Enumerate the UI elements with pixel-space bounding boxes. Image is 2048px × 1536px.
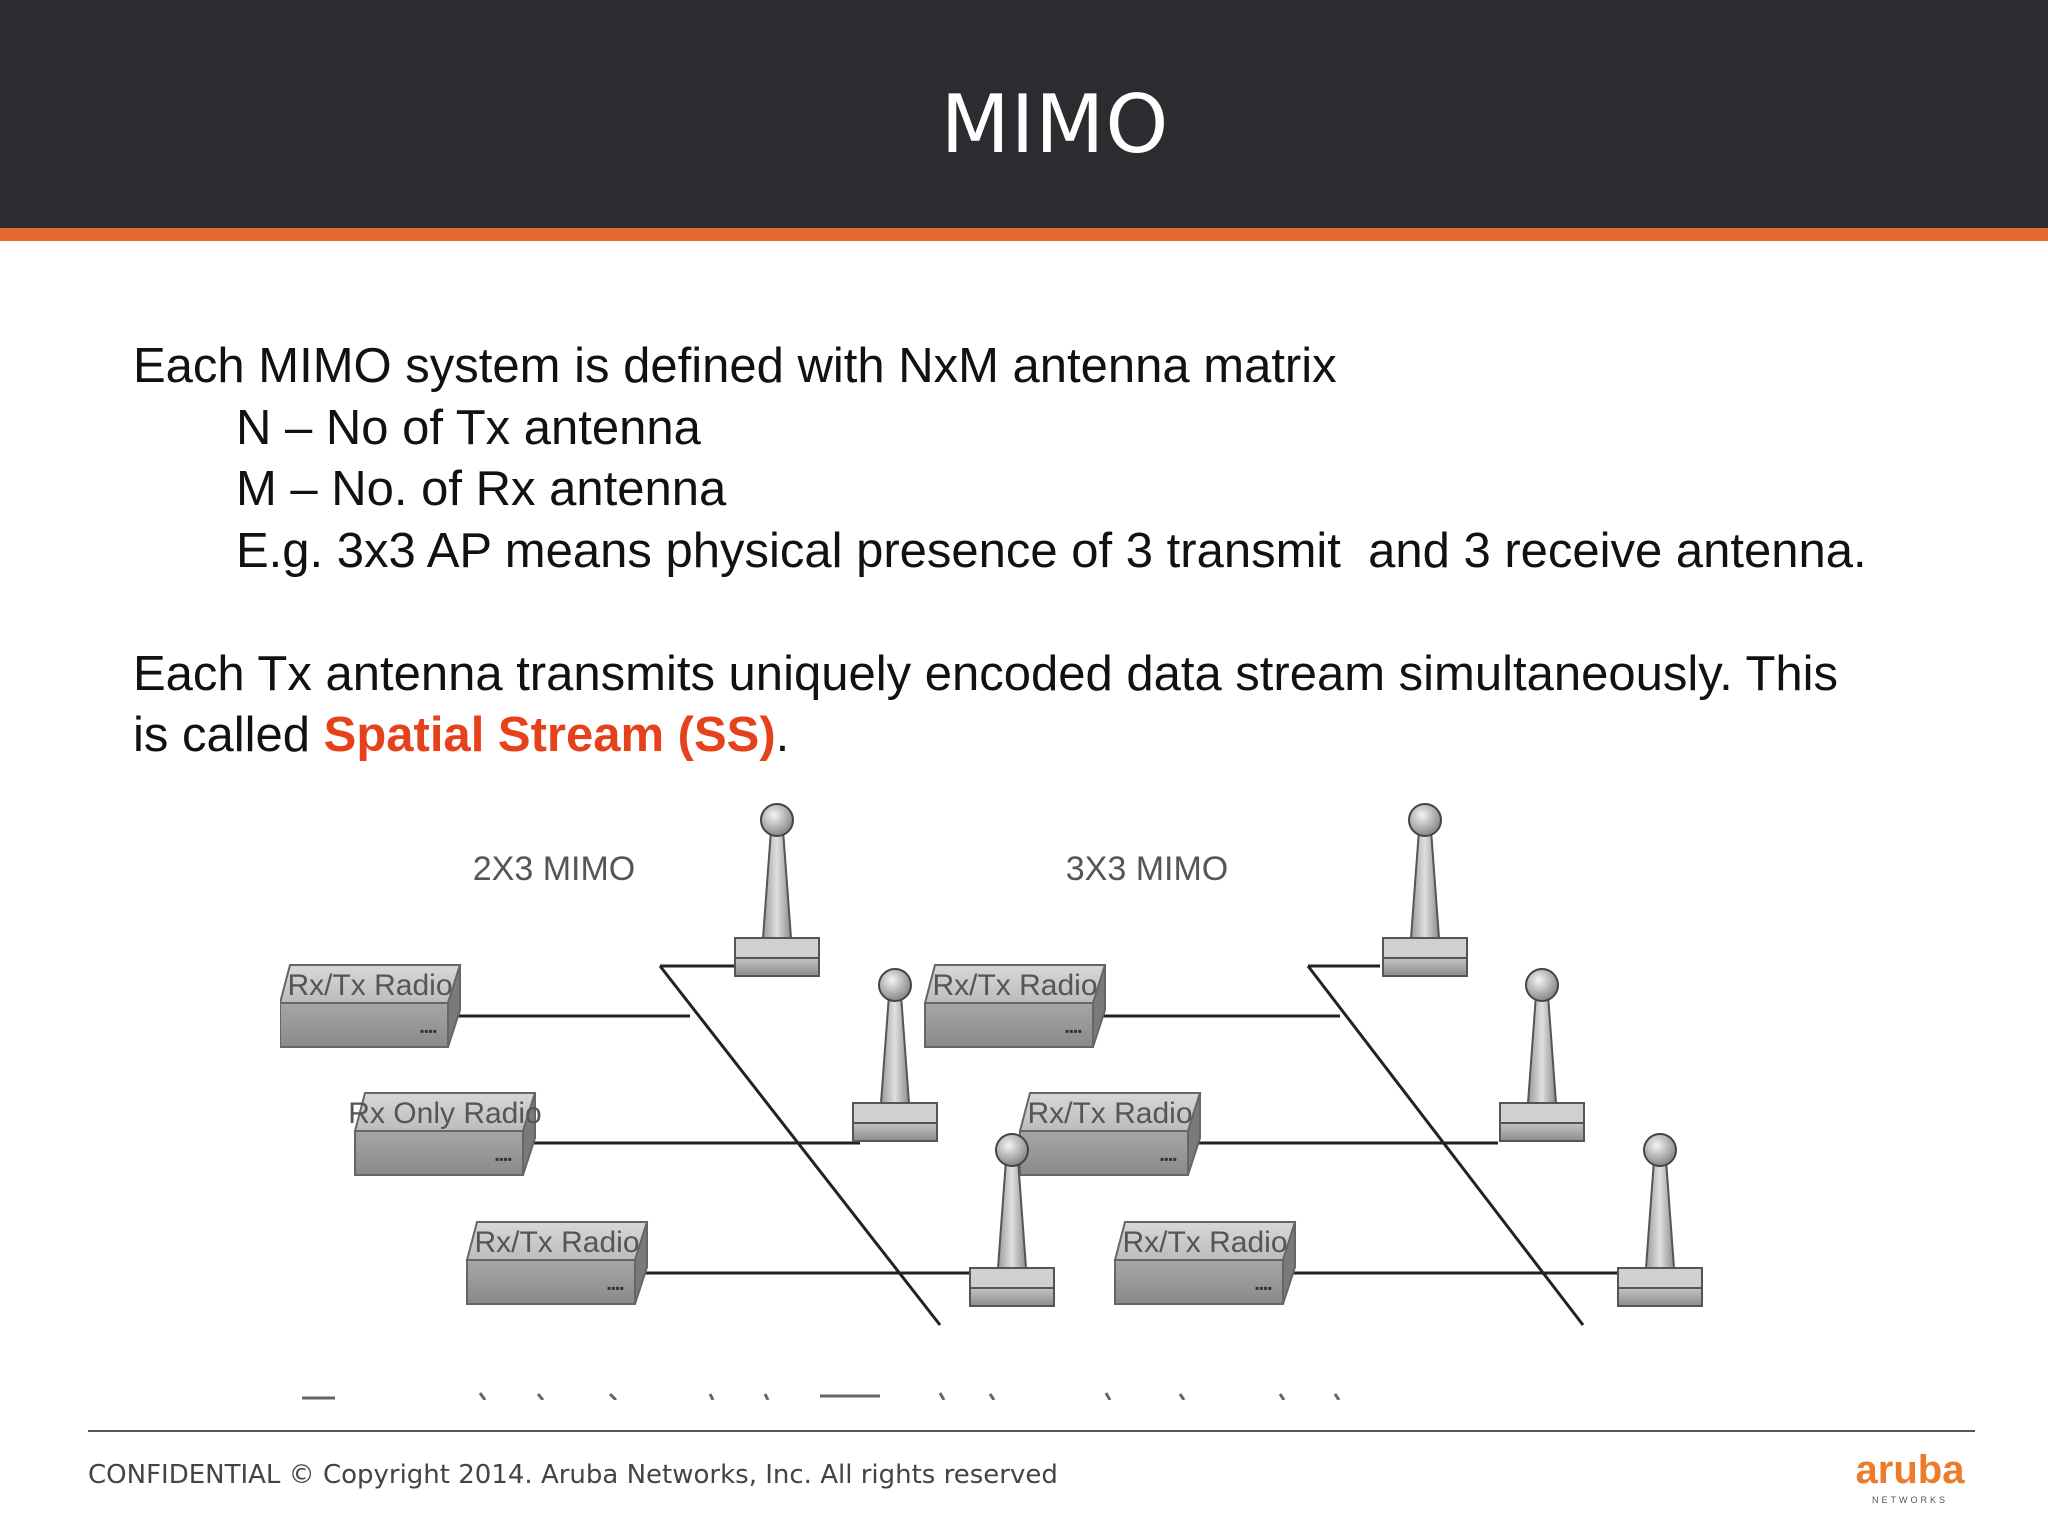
logo-wordmark: aruba [1856,1448,1966,1492]
radio-label: Rx/Tx Radio [1122,1226,1287,1259]
radio-left-3: Rx/Tx Radio ▪▪▪▪ [465,1221,649,1305]
antenna-icon [969,1133,1055,1307]
radio-label: Rx/Tx Radio [287,969,452,1002]
svg-text:▪▪▪▪: ▪▪▪▪ [1255,1281,1272,1295]
radio-label: Rx/Tx Radio [1027,1097,1192,1130]
radio-label: Rx/Tx Radio [932,969,1097,1002]
body-line-6-prefix: is called [133,708,324,762]
radio-left-1: Rx/Tx Radio ▪▪▪▪ [280,964,462,1048]
body-line-1: Each MIMO system is defined with NxM ant… [133,339,1337,393]
antenna-icon [1499,968,1585,1142]
radio-right-3: Rx/Tx Radio ▪▪▪▪ [1113,1221,1297,1305]
body-line-3: M – No. of Rx antenna [236,462,727,516]
body-line-2: N – No of Tx antenna [236,401,701,455]
header-accent-stripe [0,228,2048,241]
radio-right-1: Rx/Tx Radio ▪▪▪▪ [923,964,1107,1048]
antenna-icon [852,968,938,1142]
left-diagram-title: 2X3 MIMO [473,850,635,888]
svg-text:▪▪▪▪: ▪▪▪▪ [1065,1024,1082,1038]
footer-copyright: CONFIDENTIAL © Copyright 2014. Aruba Net… [88,1460,1058,1490]
radio-left-2: Rx Only Radio ▪▪▪▪ [348,1092,542,1176]
antenna-icon [1382,803,1468,977]
body-line-4: E.g. 3x3 AP means physical presence of 3… [236,524,1867,578]
aruba-logo: aruba NETWORKS [1856,1448,1966,1505]
right-diagram-title: 3X3 MIMO [1066,850,1228,888]
svg-text:▪▪▪▪: ▪▪▪▪ [607,1281,624,1295]
spatial-stream-highlight: Spatial Stream (SS) [323,708,776,762]
antenna-icon [734,803,820,977]
radio-label: Rx Only Radio [348,1097,541,1130]
logo-subtext: NETWORKS [1872,1495,1948,1505]
mimo-diagram: 2X3 MIMO 3X3 MIMO Rx/Tx Radio ▪▪▪▪ Rx On… [280,803,1703,1400]
body-line-6-suffix: . [775,708,790,762]
body-line-6: is called Spatial Stream (SS). [133,705,789,765]
svg-text:▪▪▪▪: ▪▪▪▪ [495,1152,512,1166]
cropped-caption-remnant [302,1392,1341,1400]
svg-text:▪▪▪▪: ▪▪▪▪ [1160,1152,1177,1166]
body-line-5: Each Tx antenna transmits uniquely encod… [133,647,1839,701]
antenna-icon [1617,1133,1703,1307]
footer-divider [88,1430,1975,1432]
header-bar [0,0,2048,228]
svg-text:▪▪▪▪: ▪▪▪▪ [420,1024,437,1038]
radio-label: Rx/Tx Radio [474,1226,639,1259]
radio-right-2: Rx/Tx Radio ▪▪▪▪ [1018,1092,1202,1176]
slide-title: MIMO [940,78,1170,171]
